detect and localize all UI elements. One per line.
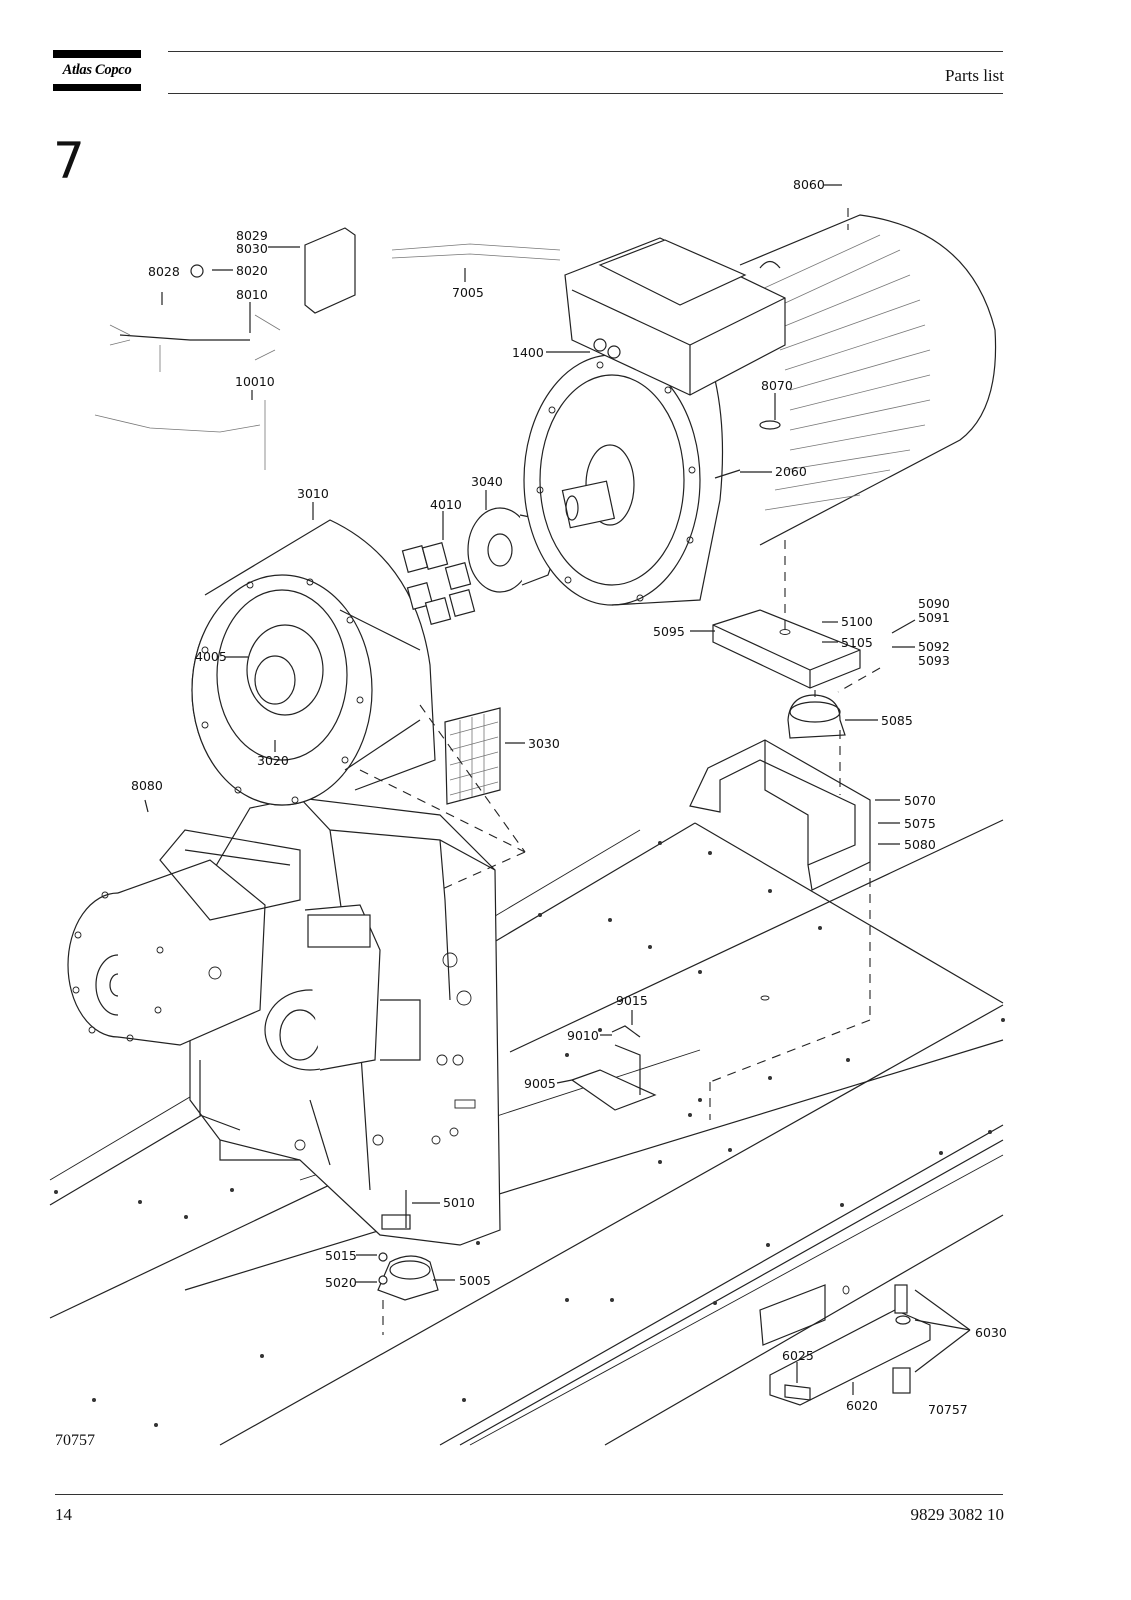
- callout-6020: 6020: [846, 1398, 878, 1413]
- callout-3030: 3030: [528, 736, 560, 751]
- header-bottom-rule: [168, 93, 1003, 94]
- motor-supports: [689, 609, 871, 891]
- rubber-mount-5005: [377, 1190, 439, 1301]
- callout-labels: 8060 8029 8030 8028 8020 8010 7005 1400 …: [131, 177, 1007, 1417]
- callout-6025: 6025: [782, 1348, 814, 1363]
- callout-7005: 7005: [452, 285, 484, 300]
- callout-5090: 5090: [918, 596, 950, 611]
- logo-bottom-bar: [53, 84, 141, 91]
- callout-9005: 9005: [524, 1076, 556, 1091]
- callout-3040: 3040: [471, 474, 503, 489]
- callout-5091: 5091: [918, 610, 950, 625]
- page-number: 14: [55, 1505, 72, 1524]
- callout-8070: 8070: [761, 378, 793, 393]
- callout-5095: 5095: [653, 624, 685, 639]
- callout-2060: 2060: [775, 464, 807, 479]
- callout-10010: 10010: [235, 374, 275, 389]
- cable-harnesses: [94, 227, 561, 470]
- footer-rule: [55, 1494, 1003, 1495]
- callout-5010: 5010: [443, 1195, 475, 1210]
- compressor-element: [67, 797, 501, 1246]
- callout-5092: 5092: [918, 639, 950, 654]
- callout-8060: 8060: [793, 177, 825, 192]
- exploded-parts-drawing: 8060 8029 8030 8028 8020 8010 7005 1400 …: [49, 177, 1007, 1446]
- callout-3020: 3020: [257, 753, 289, 768]
- logo-top-bar: [53, 50, 141, 58]
- callout-8020: 8020: [236, 263, 268, 278]
- leader-lines: [144, 184, 916, 1395]
- document-number: 9829 3082 10: [910, 1505, 1005, 1524]
- bracket-9005: [570, 1025, 657, 1111]
- brand-logo: Atlas Copco: [62, 62, 132, 78]
- section-number: 7: [53, 132, 85, 190]
- callout-8030: 8030: [236, 241, 268, 256]
- coupling-housing: [191, 519, 436, 806]
- assembly-centre-lines: [359, 208, 881, 1335]
- callout-70757: 70757: [928, 1402, 968, 1417]
- callout-5015: 5015: [325, 1248, 357, 1263]
- callout-5075: 5075: [904, 816, 936, 831]
- callout-5093: 5093: [918, 653, 950, 668]
- callout-8028: 8028: [148, 264, 180, 279]
- callout-5085: 5085: [881, 713, 913, 728]
- callout-8029: 8029: [236, 228, 268, 243]
- callout-8080: 8080: [131, 778, 163, 793]
- callout-4010: 4010: [430, 497, 462, 512]
- callout-5020: 5020: [325, 1275, 357, 1290]
- callout-5070: 5070: [904, 793, 936, 808]
- electric-motor: [523, 214, 997, 606]
- callout-8010: 8010: [236, 287, 268, 302]
- screen-grille: [444, 707, 501, 805]
- header-title: Parts list: [944, 66, 1004, 85]
- callout-5100: 5100: [841, 614, 873, 629]
- callout-4005: 4005: [195, 649, 227, 664]
- callout-9015: 9015: [616, 993, 648, 1008]
- callout-6030: 6030: [975, 1325, 1007, 1340]
- callout-3010: 3010: [297, 486, 329, 501]
- figure-id: 70757: [55, 1432, 95, 1449]
- callout-5105: 5105: [841, 635, 873, 650]
- bracket-6020: [759, 1284, 971, 1406]
- callout-5080: 5080: [904, 837, 936, 852]
- callout-1400: 1400: [512, 345, 544, 360]
- callout-5005: 5005: [459, 1273, 491, 1288]
- header-top-rule: [168, 51, 1003, 52]
- callout-9010: 9010: [567, 1028, 599, 1043]
- coupling-parts: [401, 507, 554, 625]
